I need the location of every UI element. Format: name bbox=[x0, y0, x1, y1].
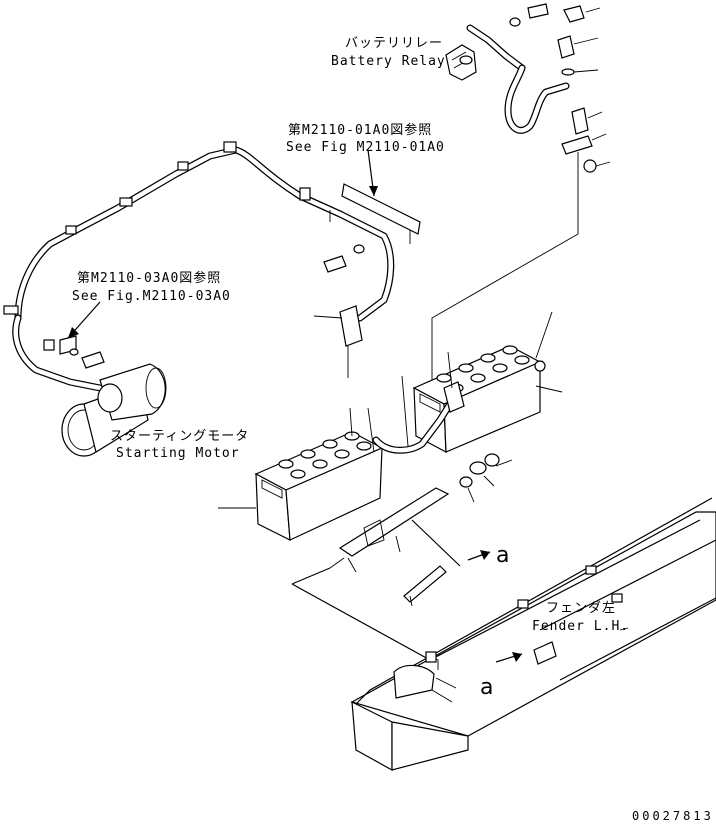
ref-fig-03a0-label-en: See Fig.M2110-03A0 bbox=[72, 289, 231, 304]
fender-label-en: Fender L.H. bbox=[532, 619, 629, 634]
battery-relay-assembly bbox=[431, 3, 611, 388]
starting-motor bbox=[61, 363, 167, 457]
ref-fig-01a0-label-jp: 第M2110-01A0図参照 bbox=[288, 122, 432, 138]
battery-relay-label-jp: バッテリリレー bbox=[345, 36, 443, 51]
view-a-marker-upper: a bbox=[496, 543, 509, 568]
battery-relay-label-en: Battery Relay bbox=[331, 54, 446, 69]
battery-left bbox=[218, 431, 384, 542]
cable-assembly bbox=[329, 453, 513, 607]
ref-fig-01a0-label-en: See Fig M2110-01A0 bbox=[286, 140, 445, 155]
starting-motor-label-jp: スターティングモータ bbox=[110, 429, 249, 444]
ref-fig-03a0-label-jp: 第M2110-03A0図参照 bbox=[77, 270, 221, 286]
fender-label-jp: フェンダ左 bbox=[546, 601, 616, 616]
wiring-harness bbox=[3, 141, 421, 392]
fender-lh bbox=[291, 497, 716, 772]
drawing-code: 00027813 bbox=[632, 809, 714, 823]
view-a-marker-lower: a bbox=[480, 675, 493, 700]
battery-link-cable bbox=[349, 351, 465, 454]
starting-motor-label-en: Starting Motor bbox=[116, 446, 240, 461]
battery-right bbox=[412, 311, 563, 454]
